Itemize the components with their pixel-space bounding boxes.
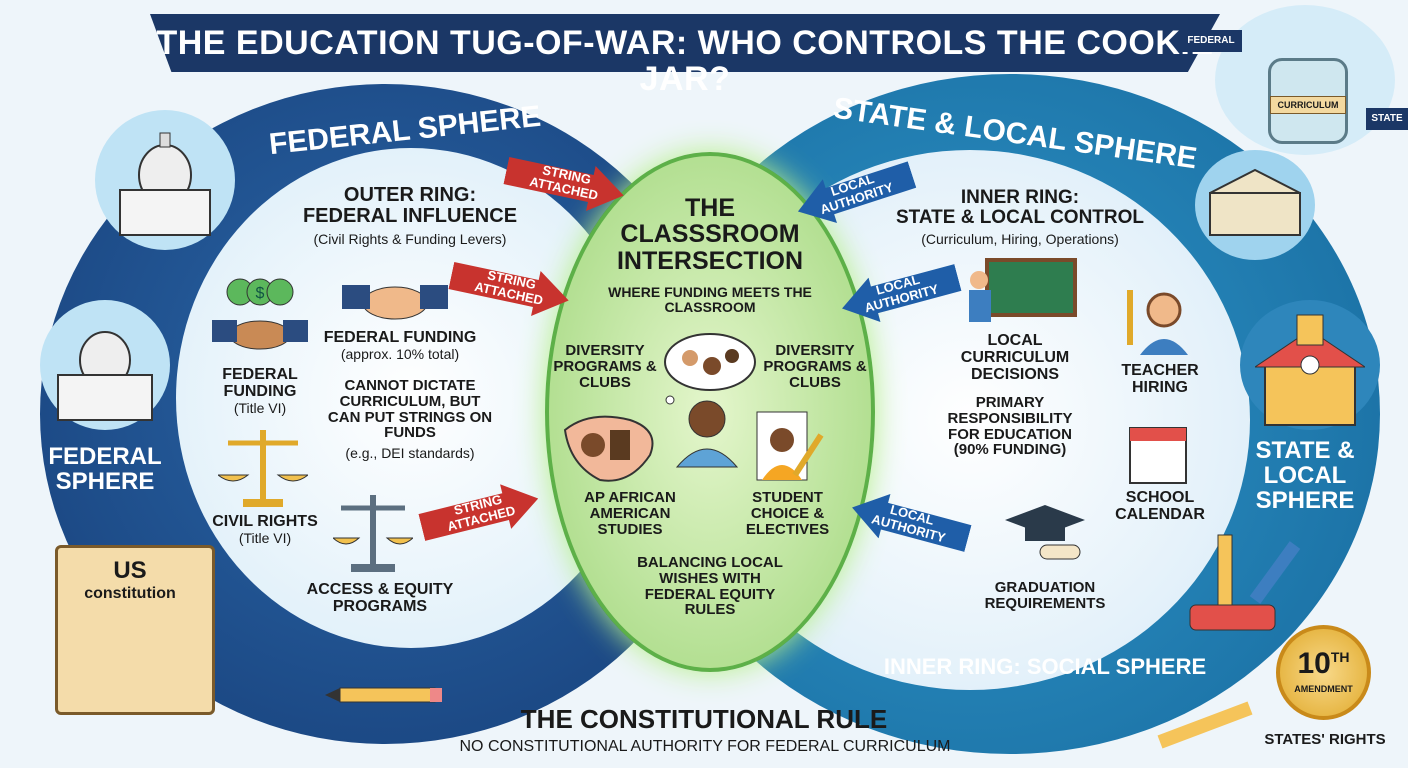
federal-strings-note: Cannot dictate curriculum, but can put s… <box>327 377 493 442</box>
page-title: The Education Tug-of-War: Who Controls t… <box>156 24 1214 98</box>
inner-ring-social-sphere: Inner Ring: Social Sphere <box>883 654 1207 679</box>
capitol-building-icon <box>119 132 211 236</box>
thought-bubble-students-icon <box>664 333 756 405</box>
outer-ring-subtitle: (Civil Rights & Funding Levers) <box>313 231 507 247</box>
item-label: Federal Funding <box>222 366 298 400</box>
constitutional-rule-subtitle: No Constitutional Authority for Federal … <box>459 738 951 755</box>
inner-ring-title: Inner Ring:State & Local Control <box>870 188 1170 228</box>
item-label: Federal Funding <box>323 329 477 346</box>
scales-of-justice-icon <box>218 430 308 507</box>
center-item-diversity-left: Diversity Programs & Clubs <box>553 342 657 391</box>
constitution-line2: constitution <box>84 585 176 602</box>
item-sub: (Title VI) <box>233 399 287 416</box>
jar-label: Curriculum <box>1270 96 1346 114</box>
item-label: Civil Rights <box>212 513 318 530</box>
item-sub: (approx. 10% total) <box>340 345 460 362</box>
student-choice-icon <box>756 411 824 481</box>
center-item-ap-african-american-studies: AP African American Studies <box>584 489 676 538</box>
state-tag: State <box>1366 108 1408 130</box>
center-footer-balancing: Balancing Local Wishes with Federal Equi… <box>637 554 783 619</box>
tenth-amendment-seal <box>1276 625 1371 720</box>
graduation-cap-icon <box>1005 505 1085 560</box>
constitution-line1: US <box>113 557 147 584</box>
teacher-icon <box>1127 290 1188 355</box>
access-equity-programs: Access & Equity Programs <box>306 581 454 615</box>
pencil-icon <box>325 687 442 703</box>
federal-sphere-side-label: Federal Sphere <box>48 443 162 496</box>
inner-ring-title-line2: State & Local Control <box>895 206 1145 228</box>
student-icon <box>675 400 739 468</box>
outer-ring-title-line2: Federal Influence <box>302 205 518 227</box>
pencil-icon <box>1157 701 1253 749</box>
graduation-requirements: Graduation Requirements <box>984 579 1106 612</box>
state-primary-responsibility-note: Primary Responsibility for Education (90… <box>947 394 1073 459</box>
inner-ring-subtitle: (Curriculum, Hiring, Operations) <box>921 231 1119 247</box>
school-calendar: School Calendar <box>1115 489 1205 523</box>
outer-ring-title-line1: Outer Ring: <box>343 184 477 206</box>
seal-number: 10th <box>1276 648 1371 680</box>
money-handshake-icon: $ <box>212 278 308 350</box>
teacher-hiring: Teacher Hiring <box>1121 362 1199 396</box>
title-banner <box>150 14 1220 72</box>
federal-tag: Federal <box>1180 30 1242 52</box>
item-sub: (Title VI) <box>238 529 292 546</box>
civil-rights-item: Civil Rights(Title VI) <box>200 513 330 548</box>
classroom-intersection-subtitle: Where Funding Meets the Classroom <box>608 284 812 315</box>
seal-word: Amendment <box>1294 684 1353 694</box>
states-rights-caption: States' Rights <box>1264 731 1386 748</box>
classroom-intersection-title: The Classsroom Intersection <box>616 194 804 275</box>
us-constitution-scroll <box>55 545 215 715</box>
seal-num: 10 <box>1297 647 1331 680</box>
center-item-student-choice: Student Choice & Electives <box>745 489 830 538</box>
local-curriculum-decisions: Local Curriculum Decisions <box>960 332 1070 383</box>
outer-ring-title: Outer Ring:Federal Influence <box>250 185 570 227</box>
svg-text:$: $ <box>256 285 265 302</box>
federal-funding-title-vi: Federal Funding(Title VI) <box>210 366 310 417</box>
handshake-icon <box>342 285 448 320</box>
pencils-book-icon <box>1189 534 1301 631</box>
center-item-diversity-right: Diversity Programs & Clubs <box>763 342 867 391</box>
federal-strings-note-sub: (e.g., DEI standards) <box>345 445 475 461</box>
state-capitol-building-icon <box>1209 168 1301 236</box>
scales-icon <box>333 495 413 572</box>
seal-sup: th <box>1330 649 1350 665</box>
federal-funding-10pct: Federal Funding(approx. 10% total) <box>310 329 490 364</box>
inner-ring-title-line1: Inner Ring: <box>960 187 1080 208</box>
teacher-chalkboard-icon <box>969 258 1077 322</box>
schoolhouse-icon <box>1255 314 1365 426</box>
africa-map-icon <box>563 415 654 482</box>
state-local-sphere-side-label: State & Local Sphere <box>1255 437 1355 515</box>
constitutional-rule-title: The Constitutional Rule <box>520 704 888 734</box>
calendar-icon <box>1129 427 1187 484</box>
capitol-building-icon <box>57 331 153 421</box>
